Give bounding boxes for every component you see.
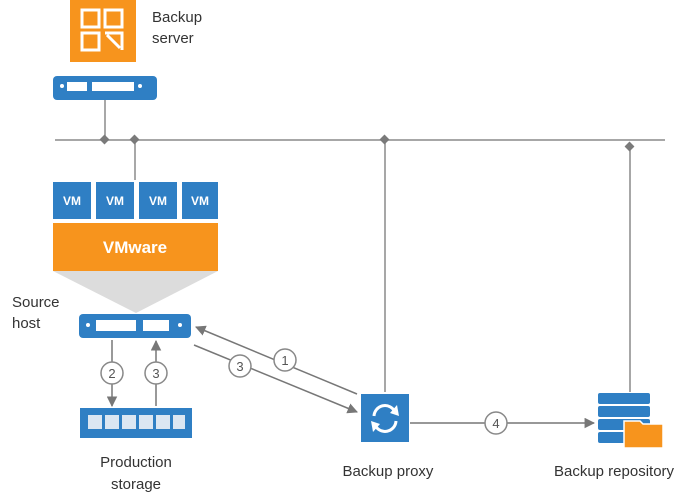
source-host-label-line1: Source (12, 294, 60, 311)
backup-server-label-line1: Backup (152, 9, 202, 26)
host-cone (53, 271, 218, 313)
step-circle-4 (484, 411, 508, 435)
vmware-hypervisor-block (53, 223, 218, 271)
junction-diamonds (99, 134, 635, 152)
source-host-rack-icon (79, 314, 191, 338)
vmware-label: VMware (103, 238, 167, 257)
backup-repository-label: Backup repository (554, 463, 675, 480)
vm-tiles (53, 182, 218, 219)
source-host-label-line2: host (12, 315, 41, 332)
backup-server-label-line2: server (152, 30, 194, 47)
production-storage-label-line1: Production (100, 454, 172, 471)
backup-repository-icon (598, 393, 664, 449)
step-label-4: 4 (492, 416, 499, 431)
step-label-1: 1 (281, 353, 288, 368)
step-circle-3-proxy (228, 354, 252, 378)
vm-label-3: VM (149, 194, 167, 208)
vm-label-4: VM (191, 194, 209, 208)
backup-proxy-label: Backup proxy (343, 463, 434, 480)
step-circle-3-storage (144, 361, 168, 385)
step-circle-2 (100, 361, 124, 385)
vm-label-1: VM (63, 194, 81, 208)
step-label-3-storage: 3 (152, 366, 159, 381)
backup-server-rack-icon (53, 76, 157, 100)
arrow-host-to-proxy (193, 344, 358, 414)
production-storage-icon (80, 408, 192, 438)
production-storage-label-line2: storage (111, 476, 161, 493)
step-label-3-proxy: 3 (236, 359, 243, 374)
step-label-2: 2 (108, 366, 115, 381)
backup-server-icon (70, 0, 136, 62)
vm-label-2: VM (106, 194, 124, 208)
backup-proxy-icon (361, 394, 409, 442)
step-circle-1 (273, 348, 297, 372)
